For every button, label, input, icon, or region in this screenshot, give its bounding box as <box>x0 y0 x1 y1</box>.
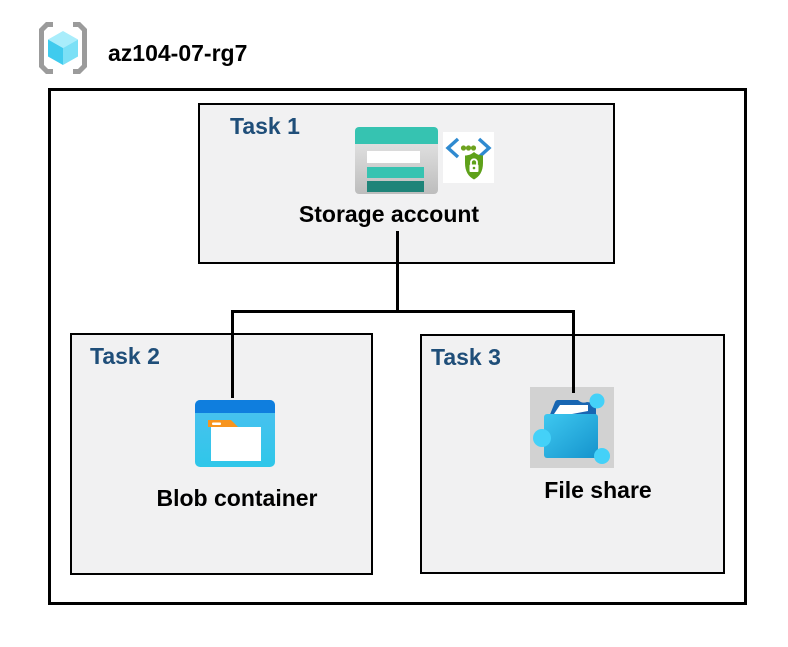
file-share-label-backing: File share <box>510 468 686 512</box>
connector-horizontal <box>231 310 575 313</box>
resource-group-name: az104-07-rg7 <box>108 40 248 66</box>
secure-endpoint-icon <box>443 132 494 183</box>
blob-container-label: Blob container <box>156 485 318 511</box>
storage-account-icon <box>355 127 438 194</box>
task-1-label: Task 1 <box>230 113 300 139</box>
storage-account-label: Storage account <box>298 201 480 227</box>
task-3-label: Task 3 <box>431 344 501 370</box>
task-1-box: Task 1 <box>198 103 615 264</box>
file-share-icon <box>533 393 610 464</box>
file-share-label: File share <box>544 476 652 503</box>
resource-group-icon <box>39 22 87 74</box>
connector-blob-drop <box>231 310 234 398</box>
connector-fileshare-drop <box>572 310 575 393</box>
connector-storage-stem <box>396 231 399 311</box>
blob-container-icon <box>195 400 275 467</box>
task-2-label: Task 2 <box>90 343 160 369</box>
